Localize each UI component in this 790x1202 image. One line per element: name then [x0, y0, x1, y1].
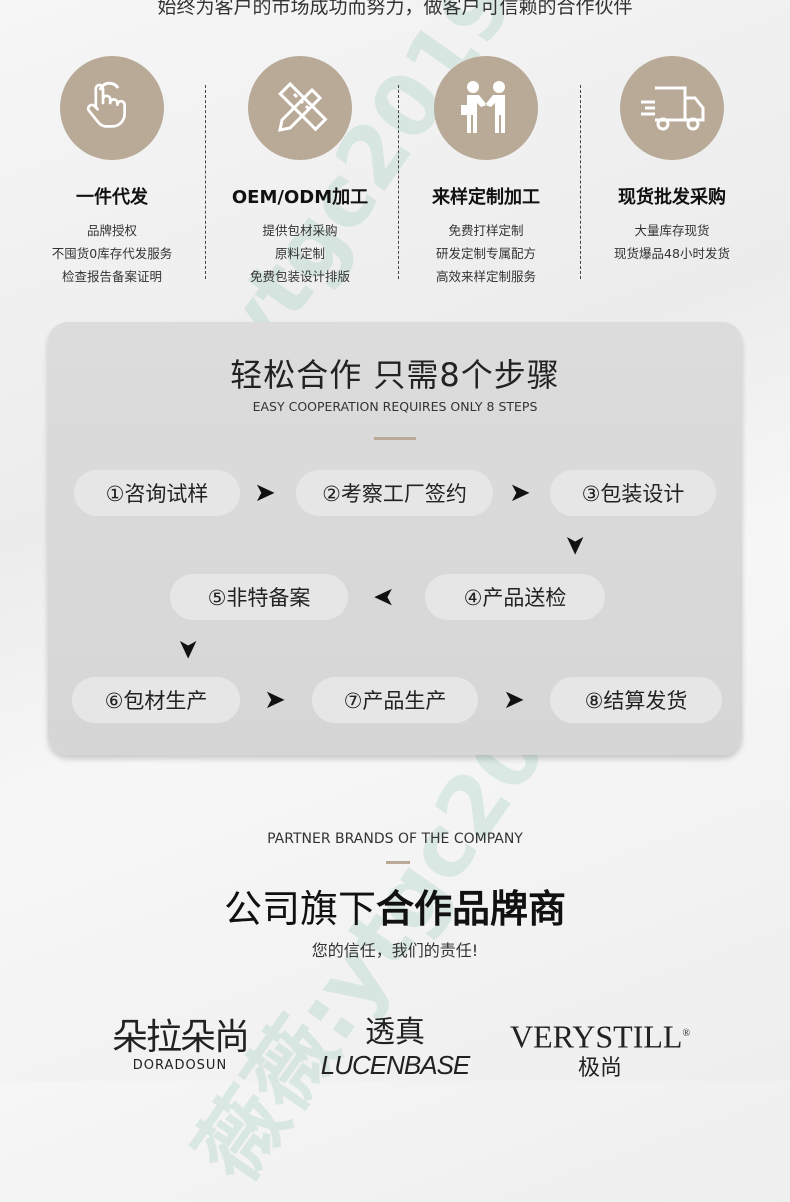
brand-logo-verystill: VERYSTILL® 极尚 [510, 1018, 691, 1081]
delivery-truck-icon [620, 56, 724, 160]
service-lines: 品牌授权不囤货0库存代发服务检查报告备案证明 [51, 223, 173, 284]
service-title: 来样定制加工 [432, 187, 540, 208]
brand-logo-doradosun: 朵拉朵尚 DORADOSUN [111, 1017, 250, 1074]
brand-logo-lucenbase: 透真 LUCENBASE [320, 1015, 471, 1081]
service-title: 现货批发采购 [618, 187, 726, 208]
accent-bar [386, 861, 410, 864]
accent-bar [374, 437, 416, 440]
handshake-delivery-icon [434, 56, 538, 160]
step-3: ③包装设计 [550, 470, 716, 516]
arrow-right-icon: ➤ [264, 685, 286, 715]
divider [205, 85, 206, 279]
step-5: ⑤非特备案 [170, 574, 348, 620]
service-title: OEM/ODM加工 [231, 187, 369, 208]
service-title: 一件代发 [76, 187, 148, 208]
partners-title: 公司旗下合作品牌商 [223, 887, 567, 931]
step-8: ⑧结算发货 [550, 677, 722, 723]
arrow-right-icon: ➤ [503, 685, 525, 715]
pointer-hand-icon [60, 56, 164, 160]
step-4: ④产品送检 [425, 574, 605, 620]
step-6: ⑥包材生产 [72, 677, 240, 723]
steps-subtitle: EASY COOPERATION REQUIRES ONLY 8 STEPS [252, 399, 538, 414]
partners-subtitle-en: PARTNER BRANDS OF THE COMPANY [267, 831, 523, 847]
ruler-pencil-icon [248, 56, 352, 160]
divider [580, 85, 581, 279]
arrow-right-icon: ➤ [509, 478, 531, 508]
service-lines: 免费打样定制研发定制专属配方高效来样定制服务 [435, 223, 536, 284]
step-7: ⑦产品生产 [312, 677, 478, 723]
tagline: 始终为客户的市场成功而努力，做客户可信赖的合作伙伴 [157, 0, 633, 18]
arrow-down-icon: ➤ [559, 534, 590, 556]
step-2: ②考察工厂签约 [296, 470, 493, 516]
arrow-right-icon: ➤ [254, 478, 276, 508]
service-lines: 大量库存现货现货爆品48小时发货 [614, 223, 730, 261]
divider [398, 85, 399, 279]
arrow-down-icon: ➤ [172, 638, 203, 660]
service-lines: 提供包材采购原料定制免费包装设计排版 [249, 223, 350, 284]
partners-slogan: 您的信任，我们的责任! [311, 941, 479, 960]
steps-title: 轻松合作 只需8个步骤 [230, 356, 560, 394]
step-1: ①咨询试样 [74, 470, 240, 516]
arrow-left-icon: ➤ [373, 582, 395, 612]
